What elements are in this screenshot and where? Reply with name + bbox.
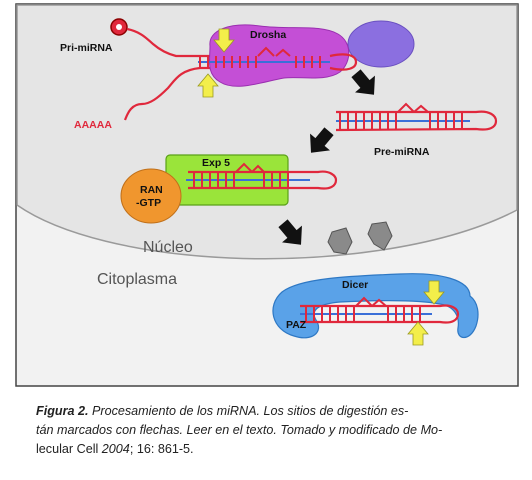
label-drosha: Drosha [250, 29, 286, 41]
caption-year: 2004 [101, 442, 130, 456]
label-citoplasma: Citoplasma [97, 271, 177, 288]
caption-line-3-start: lecular Cell [36, 442, 102, 456]
drosha-protein [208, 24, 350, 87]
caption-line-3-rest: ; 16: 861-5. [129, 442, 194, 456]
pri-mirna-terminal-loop [329, 53, 358, 71]
nuclear-pore-icon [327, 227, 353, 255]
dgcr8-partner [347, 20, 415, 68]
label-dicer: Dicer [342, 279, 368, 291]
caption-line-2: tán marcados con flechas. Leer en el tex… [36, 423, 443, 437]
caption-line-1-text: Procesamiento de los miRNA. Los sitios d… [88, 404, 409, 418]
pri-mirna-rungs [199, 56, 321, 68]
exp5-premirna-hairpin [186, 162, 338, 190]
caption-line-3: lecular Cell 2004; 16: 861-5. [36, 440, 514, 459]
pri-mirna-3prime-tail [123, 66, 330, 121]
cap-icon [110, 18, 128, 36]
nuclear-pore-icon [367, 221, 393, 251]
label-aaaaa: AAAAA [74, 119, 112, 131]
label-nucleo: Núcleo [143, 239, 193, 256]
dicer-premirna-hairpin [300, 296, 460, 324]
pre-mirna-hairpin [335, 102, 498, 132]
label-ran: RAN [140, 184, 163, 196]
label-exp5: Exp 5 [202, 157, 230, 169]
caption-line-1: Figura 2. Procesamiento de los miRNA. Lo… [36, 402, 514, 421]
figure-caption: Figura 2. Procesamiento de los miRNA. Lo… [36, 402, 514, 459]
label-paz: PAZ [286, 319, 307, 331]
pri-mirna-bulge [257, 46, 291, 57]
mirna-processing-diagram: Pri-miRNA Drosha AAAAA Pre-miRNA [15, 3, 519, 387]
label-pri-mirna: Pri-miRNA [60, 42, 113, 54]
label-pre-mirna: Pre-miRNA [374, 146, 430, 158]
ran-gtp-protein [120, 168, 182, 224]
pri-mirna-5prime-strand [126, 27, 330, 58]
label-gtp: -GTP [136, 197, 161, 209]
caption-figure-label: Figura 2. [36, 404, 89, 418]
